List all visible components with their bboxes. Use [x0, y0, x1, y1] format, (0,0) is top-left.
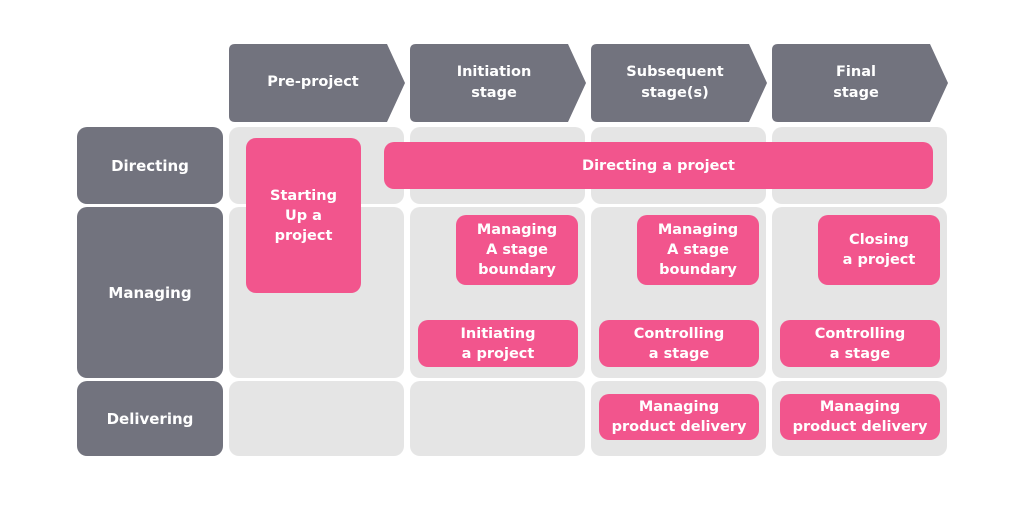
stage-label: Subsequent stage(s): [626, 63, 724, 101]
process-controlling-a-stage-final: Controlling a stage: [780, 320, 940, 367]
grid-cell: [229, 381, 404, 456]
row-header-delivering: Delivering: [77, 381, 223, 456]
process-managing-product-delivery-final: Managing product delivery: [780, 394, 940, 440]
stage-label: Initiation stage: [456, 63, 532, 101]
stage-header-final: Final stage: [772, 44, 950, 122]
stage-header-subsequent: Subsequent stage(s): [591, 44, 769, 122]
grid-cell: [410, 381, 585, 456]
chevron-shape: [772, 44, 948, 122]
process-managing-product-delivery-subsequent: Managing product delivery: [599, 394, 759, 440]
process-controlling-a-stage-subsequent: Controlling a stage: [599, 320, 759, 367]
process-managing-stage-boundary-subsequent: Managing A stage boundary: [637, 215, 759, 285]
stage-header-initiation: Initiation stage: [410, 44, 588, 122]
process-starting-up-a-project: Starting Up a project: [246, 138, 361, 293]
chevron-shape: [591, 44, 767, 122]
chevron-shape: [229, 44, 405, 122]
process-directing-a-project: Directing a project: [384, 142, 933, 189]
process-closing-a-project: Closing a project: [818, 215, 940, 285]
row-header-managing: Managing: [77, 207, 223, 378]
chevron-shape: [410, 44, 586, 122]
process-managing-stage-boundary-initiation: Managing A stage boundary: [456, 215, 578, 285]
row-header-directing: Directing: [77, 127, 223, 204]
stage-label: Final stage: [833, 63, 879, 101]
process-initiating-a-project: Initiating a project: [418, 320, 578, 367]
stage-label: Pre-project: [267, 74, 359, 91]
stage-header-pre-project: Pre-project: [229, 44, 407, 122]
